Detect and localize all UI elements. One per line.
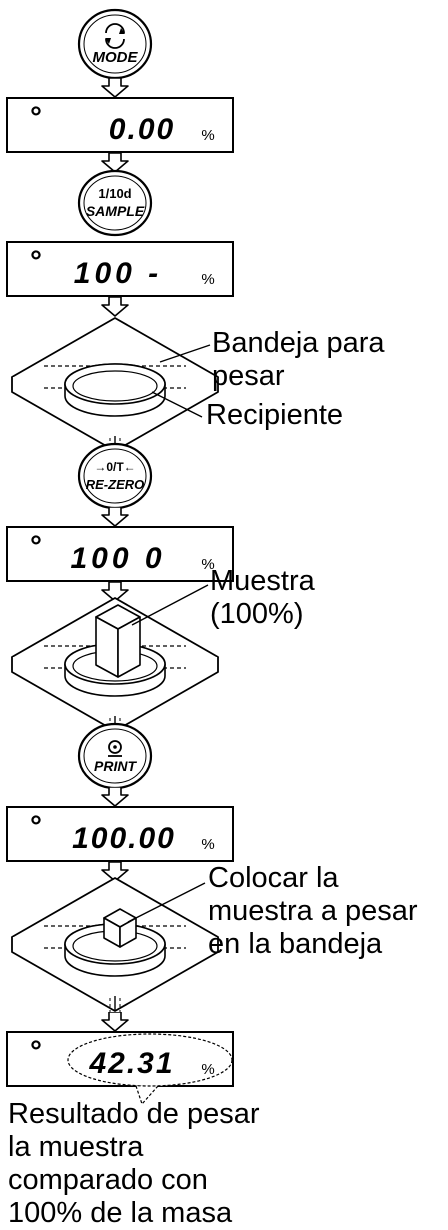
- sample-key-top-label: 1/10d: [98, 186, 131, 201]
- display-value: 100 -: [74, 257, 162, 290]
- flow-arrow: [101, 78, 129, 98]
- sample-cube: [103, 908, 137, 948]
- display-unit: %: [201, 127, 214, 144]
- place-label-line-1: Colocar la: [208, 862, 339, 894]
- flow-arrow: [101, 297, 129, 317]
- display-unit: %: [201, 271, 214, 288]
- flow-arrow: [101, 1012, 129, 1032]
- container-label: Recipiente: [206, 399, 344, 431]
- display-2: ° 100 - %: [6, 241, 234, 297]
- weighing-pan-with-container: [11, 317, 219, 452]
- mode-key[interactable]: MODE: [77, 8, 153, 80]
- sample-key[interactable]: 1/10d SAMPLE: [77, 169, 153, 237]
- print-key-label: PRINT: [94, 758, 137, 774]
- print-symbol-icon: [108, 740, 122, 757]
- display-indicator: °: [30, 530, 42, 563]
- display-indicator: °: [30, 101, 42, 134]
- display-1: ° 0.00 %: [6, 97, 234, 153]
- flow-arrow: [101, 787, 129, 807]
- print-key[interactable]: PRINT: [77, 722, 153, 790]
- pan-label-line-2: pesar: [212, 360, 285, 392]
- sample-block: [95, 604, 141, 678]
- result-label-line-2: la muestra: [8, 1131, 144, 1163]
- mode-key-label: MODE: [93, 49, 139, 66]
- display-indicator: °: [30, 1035, 42, 1068]
- cycle-icon: [105, 23, 125, 49]
- sample-label-line-1: Muestra: [210, 565, 315, 597]
- flow-arrow: [101, 153, 129, 173]
- result-label-line-3: comparado con: [8, 1164, 208, 1196]
- display-value: 0.00: [109, 113, 175, 146]
- re-zero-key-top-label: →0/T←: [94, 460, 135, 474]
- display-value: 100.00: [72, 822, 176, 855]
- sample-label-line-2: (100%): [210, 598, 304, 630]
- display-unit: %: [201, 836, 214, 853]
- place-label-line-2: muestra a pesar: [208, 895, 418, 927]
- weighing-pan-with-sample: [11, 584, 219, 732]
- display-indicator: °: [30, 245, 42, 278]
- sample-key-label: SAMPLE: [86, 203, 145, 219]
- display-unit: %: [201, 1061, 214, 1078]
- display-value: 42.31: [88, 1047, 174, 1080]
- display-value: 100 0: [70, 542, 165, 575]
- display-5: ° 42.31 %: [6, 1031, 234, 1106]
- flow-arrow: [101, 507, 129, 527]
- result-label-line-4: 100% de la masa: [8, 1197, 233, 1229]
- highlight-bubble: [67, 1033, 233, 1087]
- re-zero-key[interactable]: →0/T← RE-ZERO: [77, 442, 153, 510]
- display-unit: %: [201, 556, 214, 573]
- result-label-line-1: Resultado de pesar: [8, 1098, 260, 1130]
- re-zero-key-label: RE-ZERO: [86, 477, 145, 492]
- weighing-pan-with-unknown-sample: [11, 877, 219, 1012]
- pan-label-line-1: Bandeja para: [212, 327, 385, 359]
- display-4: ° 100.00 %: [6, 806, 234, 862]
- display-3: ° 100 0 %: [6, 526, 234, 582]
- place-label-line-3: en la bandeja: [208, 928, 383, 960]
- display-indicator: °: [30, 810, 42, 843]
